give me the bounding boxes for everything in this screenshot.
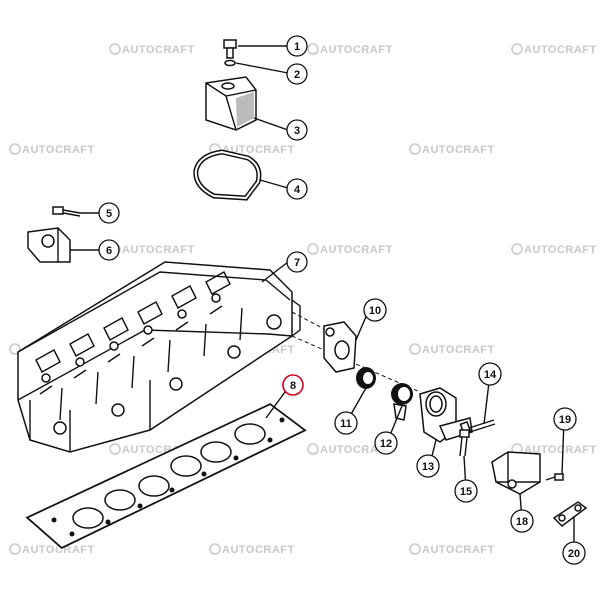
part-10-housing[interactable] xyxy=(419,387,473,443)
watermark: AUTOCRAFT xyxy=(307,243,393,256)
part-18-bracket[interactable] xyxy=(491,451,541,495)
callout-20[interactable]: 20 xyxy=(562,541,586,565)
svg-text:1: 1 xyxy=(294,41,300,53)
watermark: AUTOCRAFT xyxy=(511,243,597,256)
svg-text:14: 14 xyxy=(484,369,497,381)
svg-text:AUTOCRAFT: AUTOCRAFT xyxy=(524,244,597,256)
svg-text:AUTOCRAFT: AUTOCRAFT xyxy=(222,144,295,156)
part-2-cover[interactable] xyxy=(205,76,257,131)
callout-8[interactable]: 5 xyxy=(98,202,120,224)
watermark: AUTOCRAFT xyxy=(209,543,295,556)
watermark: AUTOCRAFT xyxy=(409,143,495,156)
part-11-seal[interactable] xyxy=(356,367,376,389)
watermark: AUTOCRAFT xyxy=(307,443,393,456)
part-8-screw[interactable] xyxy=(52,206,81,217)
assembly-line xyxy=(291,311,327,331)
callout-4[interactable]: 2 xyxy=(286,63,308,85)
callout-19[interactable]: 19 xyxy=(553,407,577,431)
svg-text:10: 10 xyxy=(369,305,381,317)
svg-text:AUTOCRAFT: AUTOCRAFT xyxy=(122,244,195,256)
part-20-strap[interactable] xyxy=(552,501,588,527)
callout-5[interactable]: 1 xyxy=(286,35,308,57)
svg-text:18: 18 xyxy=(516,516,528,528)
watermark: AUTOCRAFT xyxy=(9,543,95,556)
callout-15[interactable]: 15 xyxy=(454,479,478,503)
svg-text:AUTOCRAFT: AUTOCRAFT xyxy=(422,544,495,556)
svg-text:AUTOCRAFT: AUTOCRAFT xyxy=(524,444,597,456)
watermark: AUTOCRAFT xyxy=(109,43,195,56)
svg-text:20: 20 xyxy=(568,548,580,560)
callout-2[interactable]: 3 xyxy=(286,119,308,141)
svg-text:4: 4 xyxy=(294,184,301,196)
svg-text:7: 7 xyxy=(294,257,300,269)
svg-text:15: 15 xyxy=(460,486,472,498)
part-15-screw[interactable] xyxy=(459,429,470,457)
callout-18[interactable]: 18 xyxy=(510,509,534,533)
watermark: AUTOCRAFT xyxy=(511,43,597,56)
svg-text:AUTOCRAFT: AUTOCRAFT xyxy=(22,544,95,556)
svg-text:AUTOCRAFT: AUTOCRAFT xyxy=(320,444,393,456)
part-1-cylinder-head[interactable] xyxy=(17,261,301,453)
part-6-head-gasket[interactable] xyxy=(25,403,307,549)
callout-14[interactable]: 14 xyxy=(478,362,502,386)
watermark: AUTOCRAFT xyxy=(409,343,495,356)
svg-text:AUTOCRAFT: AUTOCRAFT xyxy=(524,44,597,56)
svg-text:AUTOCRAFT: AUTOCRAFT xyxy=(22,144,95,156)
svg-text:6: 6 xyxy=(106,245,112,257)
svg-text:13: 13 xyxy=(422,461,434,473)
svg-text:3: 3 xyxy=(294,125,300,137)
svg-text:AUTOCRAFT: AUTOCRAFT xyxy=(320,44,393,56)
watermark: AUTOCRAFT xyxy=(109,243,195,256)
svg-text:AUTOCRAFT: AUTOCRAFT xyxy=(320,244,393,256)
watermark: AUTOCRAFT xyxy=(409,543,495,556)
svg-text:5: 5 xyxy=(106,208,112,220)
svg-text:AUTOCRAFT: AUTOCRAFT xyxy=(422,144,495,156)
part-19-screw[interactable] xyxy=(545,473,564,481)
callout-12[interactable]: 10 xyxy=(363,298,387,322)
part-7-bracket[interactable] xyxy=(27,227,71,263)
svg-text:AUTOCRAFT: AUTOCRAFT xyxy=(422,344,495,356)
watermark: AUTOCRAFT xyxy=(307,43,393,56)
svg-text:2: 2 xyxy=(294,69,300,81)
callout-1[interactable]: 7 xyxy=(286,251,308,273)
part-13-thermostat[interactable] xyxy=(391,383,413,421)
callout-7[interactable]: 6 xyxy=(98,239,120,261)
part-5-bolt[interactable] xyxy=(223,39,237,59)
callout-13[interactable]: 12 xyxy=(374,431,398,455)
assembly-line xyxy=(291,335,421,393)
callout-3[interactable]: 4 xyxy=(286,178,308,200)
callout-6[interactable]: 8 xyxy=(282,374,304,396)
part-4-washer[interactable] xyxy=(224,59,236,67)
part-12-housing-gasket[interactable] xyxy=(323,321,357,373)
callout-10[interactable]: 13 xyxy=(416,454,440,478)
svg-text:12: 12 xyxy=(380,438,392,450)
callout-11[interactable]: 11 xyxy=(334,411,358,435)
svg-text:8: 8 xyxy=(290,380,296,392)
svg-text:11: 11 xyxy=(340,418,352,430)
svg-text:AUTOCRAFT: AUTOCRAFT xyxy=(222,544,295,556)
svg-text:19: 19 xyxy=(559,414,571,426)
svg-text:AUTOCRAFT: AUTOCRAFT xyxy=(122,44,195,56)
watermark: AUTOCRAFT xyxy=(9,143,95,156)
